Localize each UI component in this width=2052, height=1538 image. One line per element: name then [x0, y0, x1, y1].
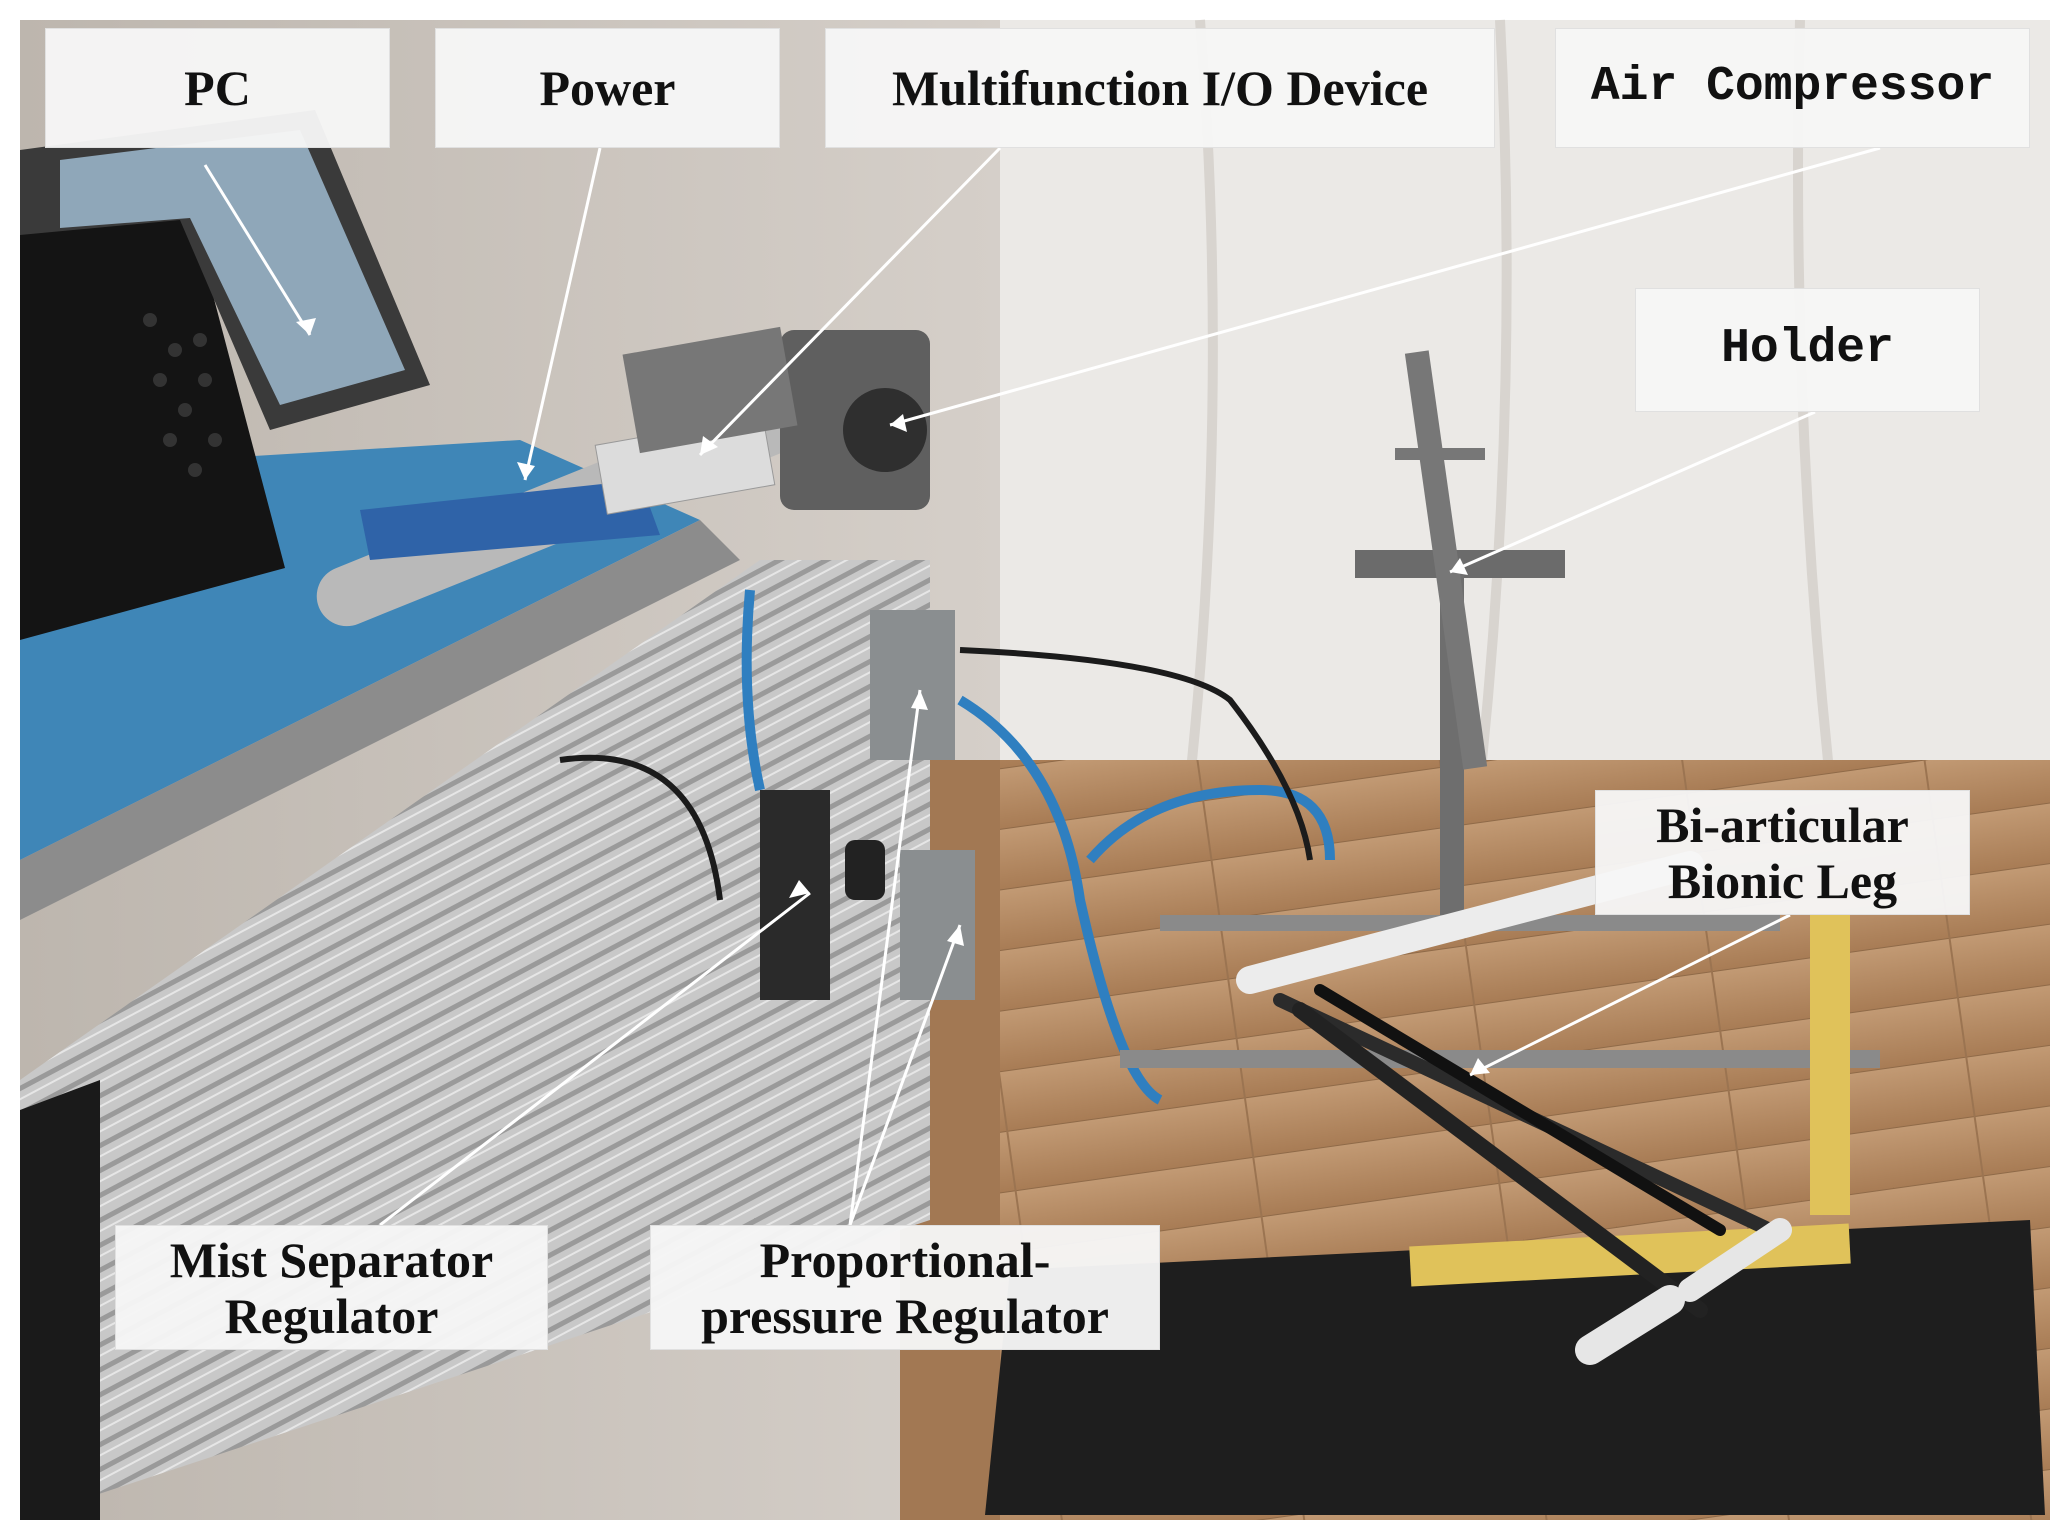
label-bionic-leg: Bi-articular Bionic Leg	[1595, 790, 1970, 915]
label-pc: PC	[45, 28, 390, 148]
label-mist-separator: Mist Separator Regulator	[115, 1225, 548, 1350]
measuring-tape-vertical	[1810, 915, 1850, 1215]
pc-vent-holes	[143, 313, 222, 477]
label-io-device: Multifunction I/O Device	[825, 28, 1495, 148]
compressor-fan	[843, 388, 927, 472]
compressor-unit-2	[622, 326, 798, 454]
label-bionic-leg-line1: Bi-articular	[1656, 796, 1909, 853]
blue-tubing	[741, 589, 1335, 1105]
label-holder-text: Holder	[1721, 322, 1894, 377]
desk-edge	[20, 520, 740, 920]
label-io-device-text: Multifunction I/O Device	[891, 60, 1429, 116]
black-cables	[559, 647, 1313, 901]
label-proportional-regulator-line1: Proportional-	[759, 1231, 1051, 1288]
label-bionic-leg-line2: Bionic Leg	[1667, 852, 1898, 909]
label-air-compressor-text: Air Compressor	[1590, 60, 1995, 115]
label-power: Power	[435, 28, 780, 148]
arrow-heads	[296, 318, 1490, 1075]
label-mist-separator-line2: Regulator	[224, 1287, 439, 1344]
label-air-compressor: Air Compressor	[1555, 28, 2030, 148]
frame-end-dark	[20, 1080, 100, 1520]
monitor-screen	[60, 130, 405, 405]
proportional-regulator-upper	[870, 610, 955, 760]
label-holder: Holder	[1635, 288, 1980, 412]
black-mat	[985, 1220, 2045, 1515]
label-pc-text: PC	[184, 60, 251, 116]
pc-case	[20, 208, 285, 640]
power-supply	[360, 480, 660, 560]
holder-top-bar	[1395, 448, 1485, 460]
mist-separator-gauge	[845, 840, 885, 900]
annotation-arrows	[203, 146, 1881, 1227]
label-mist-separator-line1: Mist Separator	[169, 1231, 494, 1288]
label-proportional-regulator-line2: pressure Regulator	[701, 1287, 1109, 1344]
label-proportional-regulator: Proportional- pressure Regulator	[650, 1225, 1160, 1350]
proportional-regulator-lower	[900, 850, 975, 1000]
label-power-text: Power	[539, 60, 676, 116]
